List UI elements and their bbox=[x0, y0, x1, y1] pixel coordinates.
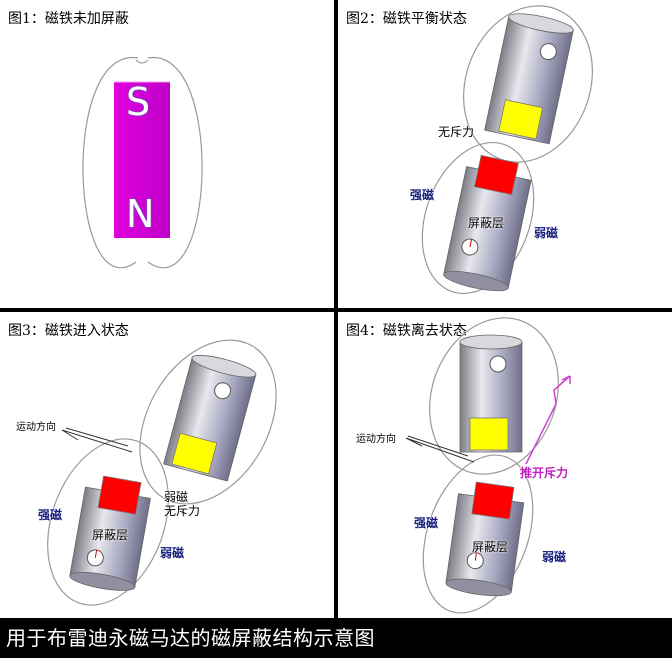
motion-direction-arrow bbox=[405, 435, 475, 463]
entering-state-diagram bbox=[47, 339, 277, 606]
shield-layer-label: 屏蔽层 bbox=[472, 540, 509, 554]
shield-layer-label: 屏蔽层 bbox=[92, 528, 129, 542]
upper-magnet-cylinder bbox=[484, 13, 574, 145]
figure-caption: 用于布雷迪永磁马达的磁屏蔽结构示意图 bbox=[6, 626, 375, 650]
strong-mag-label: 强磁 bbox=[410, 188, 435, 202]
panel-title: 图1：磁铁未加屏蔽 bbox=[8, 11, 129, 27]
leaving-state-diagram bbox=[405, 317, 571, 614]
magnet-hole bbox=[214, 382, 232, 400]
weak-mag-bottom-label: 弱磁 bbox=[160, 546, 185, 560]
strong-mag-label: 强磁 bbox=[414, 516, 439, 530]
strong-mag-label: 强磁 bbox=[38, 508, 63, 522]
push-repulsion-label: 推开斥力 bbox=[520, 466, 569, 480]
motion-direction-arrow bbox=[61, 427, 133, 453]
no-repulsion-label: 无斥力 bbox=[438, 125, 475, 139]
magnet-hole bbox=[489, 355, 507, 373]
field-line-join bbox=[135, 59, 149, 64]
magnet-hole bbox=[539, 43, 557, 61]
yellow-shield bbox=[171, 432, 218, 475]
lower-magnet-cylinder bbox=[443, 154, 532, 292]
motion-direction-label: 运动方向 bbox=[356, 434, 396, 445]
panel-4-leaving: 图4：磁铁离去状态 运动方向 推开斥力 强磁 屏蔽层 弱磁 bbox=[338, 312, 672, 618]
field-loop-lower bbox=[47, 438, 169, 606]
no-repulsion-label: 无斥力 bbox=[164, 504, 201, 518]
motion-direction-label: 运动方向 bbox=[16, 422, 56, 433]
red-shield bbox=[474, 154, 519, 196]
weak-mag-label: 弱磁 bbox=[542, 550, 567, 564]
unshielded-magnet-diagram bbox=[82, 57, 203, 269]
weak-mag-label: 弱磁 bbox=[534, 226, 559, 240]
panel-title: 图4：磁铁离去状态 bbox=[346, 323, 467, 339]
field-loop-lower bbox=[421, 141, 535, 295]
upper-magnet-cylinder bbox=[459, 334, 523, 453]
bar-magnet bbox=[114, 82, 170, 238]
field-loop-lower bbox=[422, 454, 534, 614]
red-shield bbox=[471, 481, 515, 520]
pole-n-label: N bbox=[126, 192, 155, 236]
lower-magnet-cylinder bbox=[69, 475, 151, 591]
yellow-shield bbox=[498, 99, 544, 140]
field-loop-upper bbox=[429, 317, 559, 475]
panel-2-balanced: 图2：磁铁平衡状态 无斥力 强磁 屏蔽层 弱磁 bbox=[338, 0, 672, 308]
panel-title: 图3：磁铁进入状态 bbox=[8, 323, 129, 339]
push-repulsion-arrow bbox=[525, 375, 571, 465]
panel-1-unshielded: 图1：磁铁未加屏蔽 S N bbox=[0, 0, 334, 308]
yellow-shield bbox=[469, 417, 509, 451]
field-loop-right bbox=[147, 57, 203, 269]
panel-title: 图2：磁铁平衡状态 bbox=[346, 11, 467, 27]
weak-mag-top-label: 弱磁 bbox=[164, 490, 189, 504]
panel-3-entering: 图3：磁铁进入状态 运动方向 强磁 屏蔽层 弱磁 无斥力 弱磁 bbox=[0, 312, 334, 618]
red-shield bbox=[97, 475, 142, 515]
field-loop-left bbox=[82, 57, 139, 269]
pole-s-label: S bbox=[126, 80, 151, 124]
balanced-state-diagram bbox=[421, 5, 593, 295]
upper-magnet-cylinder bbox=[163, 354, 257, 482]
shield-layer-label: 屏蔽层 bbox=[468, 216, 505, 230]
lower-magnet-cylinder bbox=[445, 481, 525, 597]
field-loop-upper bbox=[139, 339, 277, 505]
